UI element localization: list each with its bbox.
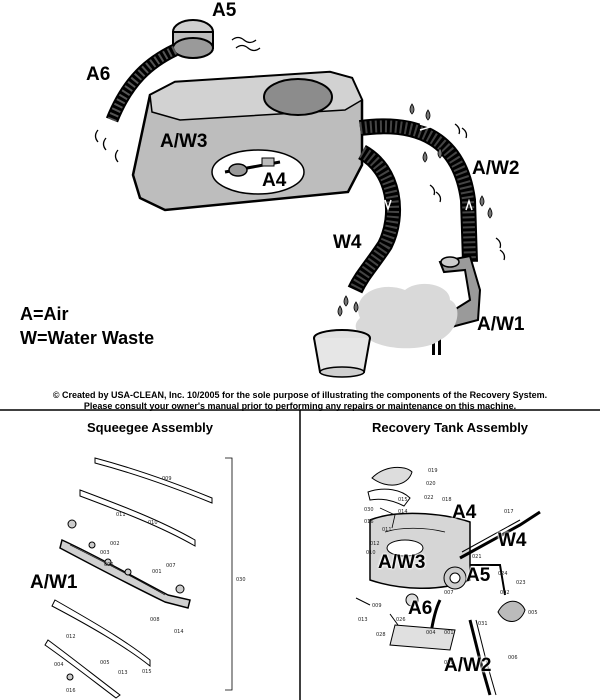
part-number: 019	[428, 468, 438, 474]
part-number: 006	[508, 655, 518, 661]
part-number: 015	[142, 669, 152, 675]
label-a4: A4	[262, 170, 287, 191]
label-aw2: A/W2	[472, 158, 520, 179]
part-number: 013	[358, 617, 368, 623]
label-a5: A5	[212, 0, 237, 21]
air-hose-a6	[105, 44, 178, 123]
part-number: 009	[162, 476, 172, 482]
label-aw1: A/W1	[477, 314, 525, 335]
part-number: 004	[426, 630, 436, 636]
part-number: 028	[376, 632, 386, 638]
part-number: 002	[500, 590, 510, 596]
legend-air: A=Air	[20, 304, 69, 324]
air-swirl-icons	[94, 36, 506, 261]
label-w4: W4	[333, 232, 362, 253]
label-aw3: A/W3	[160, 131, 208, 152]
credit-line-2: Please consult your owner's manual prior…	[83, 401, 517, 411]
recovery-tank-shape	[131, 70, 364, 212]
part-number: 005	[100, 660, 110, 666]
part-number: 009	[372, 603, 382, 609]
part-number: 021	[472, 554, 482, 560]
part-number: 012	[370, 541, 380, 547]
credit-line-1: © Created by USA-CLEAN, Inc. 10/2005 for…	[52, 390, 548, 400]
part-number: 013	[118, 670, 128, 676]
waste-bucket	[313, 329, 371, 378]
part-number: 007	[444, 590, 454, 596]
part-number: 010	[366, 550, 376, 556]
squeegee-exploded-view	[44, 457, 233, 699]
label-a6: A6	[86, 64, 111, 85]
part-number: 011	[116, 512, 126, 518]
legend-water: W=Water Waste	[20, 328, 155, 348]
drain-hose-w4	[347, 144, 402, 294]
recovery-tank-exploded-view	[355, 466, 541, 696]
recovery-label-aw2: A/W2	[444, 655, 492, 676]
part-number: 002	[110, 541, 120, 547]
part-number: 031	[478, 621, 488, 627]
recovery-label-a5: A5	[466, 565, 491, 586]
part-number: 016	[364, 519, 374, 525]
part-number: 020	[426, 481, 436, 487]
part-number: 014	[174, 629, 184, 635]
part-number: 024	[498, 571, 508, 577]
water-drop-icons	[337, 103, 493, 317]
legend-block: A=Air W=Water Waste	[20, 302, 154, 350]
part-number: 008	[150, 617, 160, 623]
part-number: 001	[152, 569, 162, 575]
part-number: 027	[444, 660, 454, 666]
part-number: 018	[442, 497, 452, 503]
waste-water-cloud	[355, 283, 458, 349]
part-number: 022	[424, 495, 434, 501]
part-number: 004	[54, 662, 64, 668]
vacuum-motor-cap	[172, 19, 214, 59]
part-number: 005	[528, 610, 538, 616]
recovery-label-a4: A4	[452, 502, 477, 523]
part-number: 030	[236, 577, 246, 583]
part-number: 016	[66, 688, 76, 694]
part-number: 001	[444, 630, 454, 636]
part-number: 011	[382, 527, 392, 533]
part-number: 017	[504, 509, 514, 515]
part-number: 006	[104, 562, 114, 568]
part-number: 007	[166, 563, 176, 569]
part-number: 015	[398, 497, 408, 503]
part-number: 012	[66, 634, 76, 640]
part-number: 014	[398, 509, 408, 515]
squeegee-label-aw1: A/W1	[30, 572, 78, 593]
recovery-label-aw3: A/W3	[378, 552, 426, 573]
part-number: 023	[516, 580, 526, 586]
part-number: 010	[148, 520, 158, 526]
part-number: 026	[396, 617, 406, 623]
squeegee-assembly-title: Squeegee Assembly	[87, 420, 213, 435]
recovery-label-w4: W4	[498, 530, 527, 551]
part-number: 003	[100, 550, 110, 556]
waste-hose-aw2	[358, 118, 478, 263]
recovery-label-a6: A6	[408, 598, 433, 619]
recovery-tank-assembly-title: Recovery Tank Assembly	[371, 420, 529, 435]
part-number: 030	[364, 507, 374, 513]
